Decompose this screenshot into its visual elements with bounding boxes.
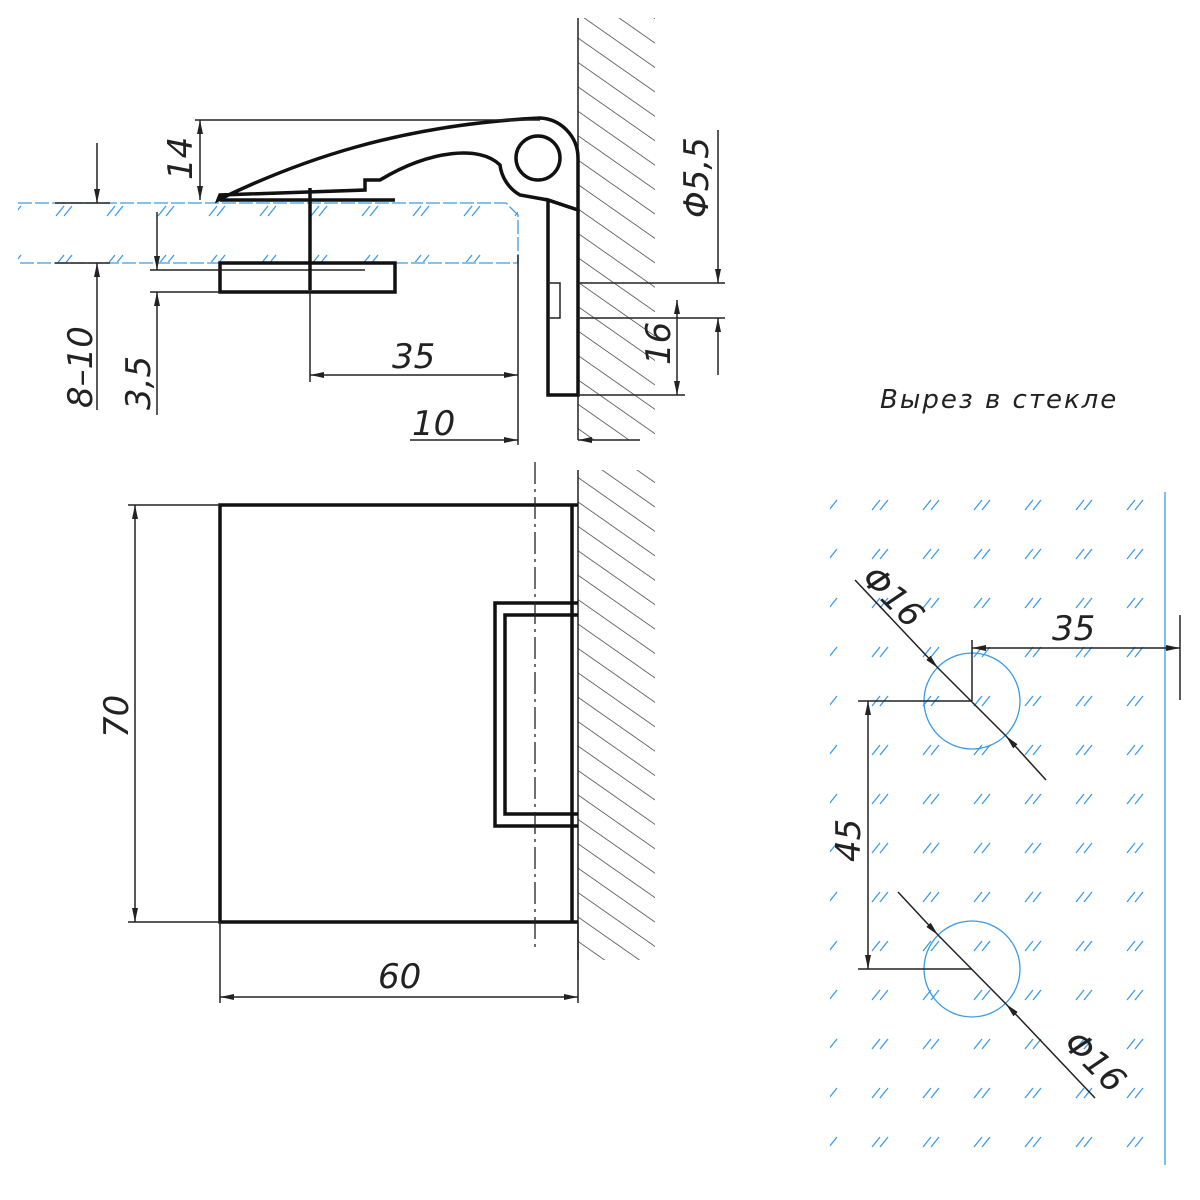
hinge-body bbox=[214, 116, 580, 213]
wall-hatch-front bbox=[578, 470, 655, 960]
screw-countersink bbox=[548, 282, 561, 319]
wall-plate bbox=[546, 197, 580, 397]
dim-45: 45 bbox=[829, 819, 869, 862]
dim-35-top: 35 bbox=[392, 337, 435, 377]
hinge-pin bbox=[514, 134, 562, 182]
hinge-cutout bbox=[493, 601, 572, 828]
hinge-front-body bbox=[218, 503, 578, 924]
dim-8-10: 8–10 bbox=[61, 326, 101, 408]
dim-3-5: 3,5 bbox=[119, 356, 159, 410]
top-view: 14 8–10 3,5 35 10 Φ5,5 16 bbox=[18, 18, 725, 445]
dim-10: 10 bbox=[412, 404, 455, 444]
dim-35-cutout: 35 bbox=[1052, 609, 1095, 649]
glass-panel bbox=[830, 488, 1165, 1168]
glass-cutout-view: Φ16 Φ16 35 45 bbox=[829, 488, 1181, 1168]
dim-14: 14 bbox=[161, 137, 201, 180]
dim-phi-5-5: Φ5,5 bbox=[677, 137, 717, 218]
glass-strip bbox=[18, 204, 518, 262]
wall-hatch-top bbox=[578, 18, 655, 440]
dim-16: 16 bbox=[639, 322, 679, 365]
cutout-caption: Вырез в стекле bbox=[880, 385, 1118, 415]
dim-60: 60 bbox=[378, 957, 421, 997]
lower-clamp-plate bbox=[218, 261, 397, 294]
dim-70: 70 bbox=[97, 695, 137, 738]
front-view: 70 60 bbox=[97, 462, 655, 1003]
